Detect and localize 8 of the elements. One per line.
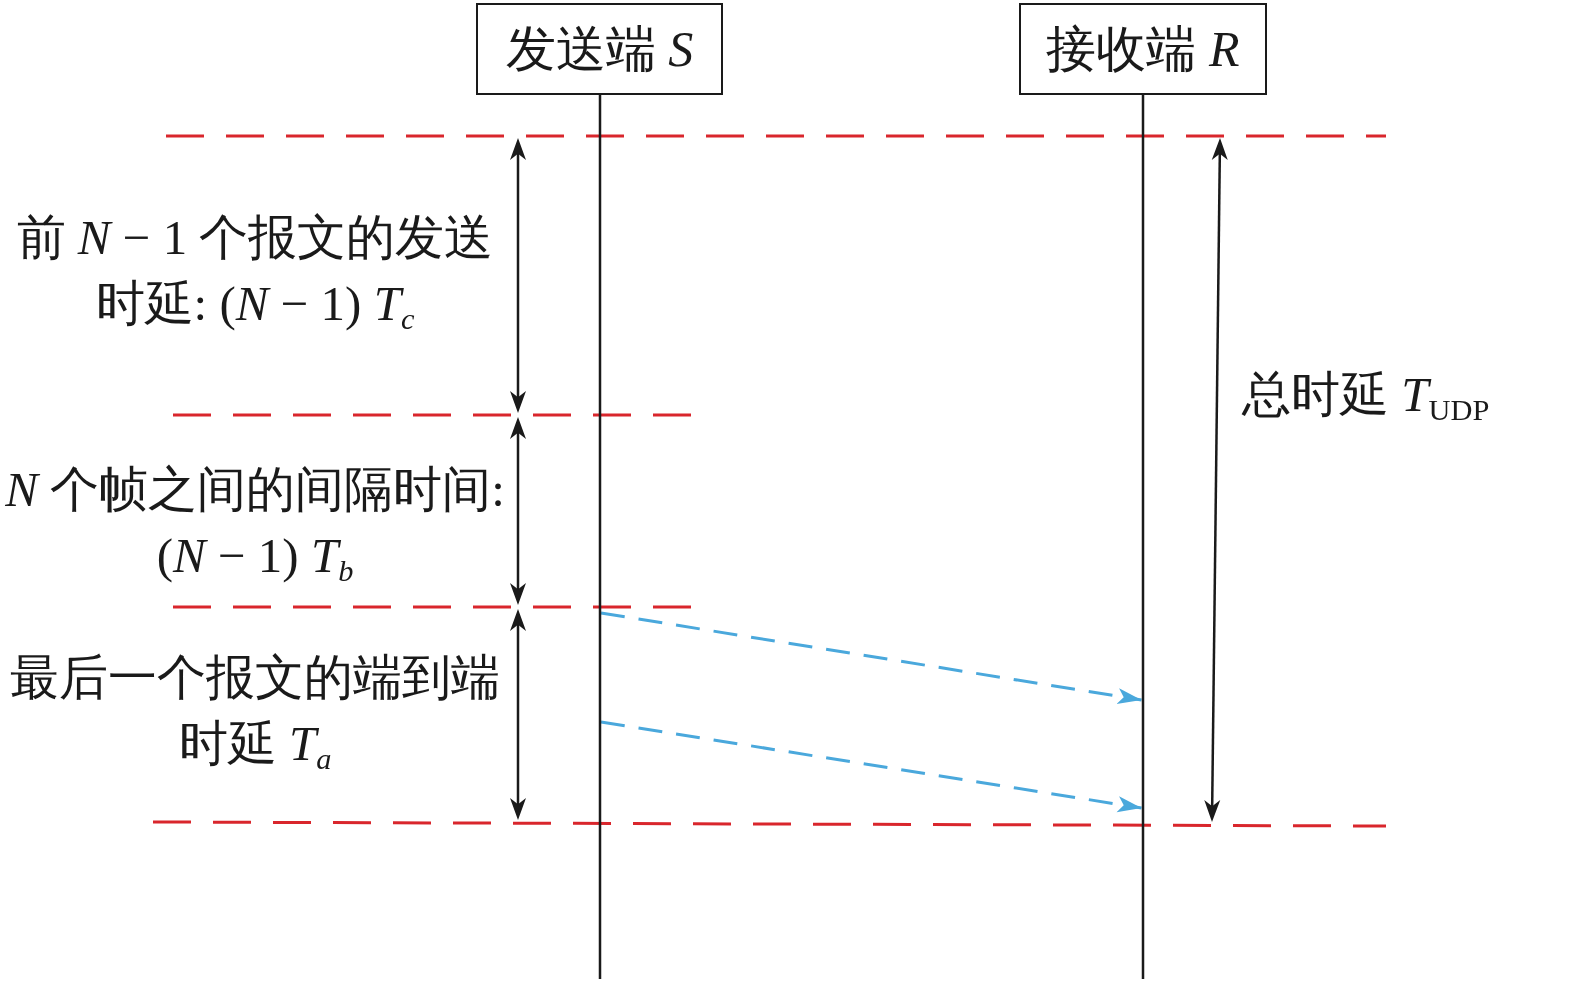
duration-label: 总时延 T$_{UDP}$ <box>1242 366 1490 428</box>
duration-label: N 个帧之间的间隔时间: (N − 1) T$_{b}$ <box>4 461 506 589</box>
message-arrow <box>600 720 1142 813</box>
message-arrow <box>600 611 1142 705</box>
duration-label: 最后一个报文的端到端时延 T$_{a}$ <box>9 649 501 777</box>
duration-label: 前 N − 1 个报文的发送时延: (N − 1) T$_{c}$ <box>15 209 495 337</box>
participant-label: 接收端 R <box>1046 21 1240 77</box>
participant-label: 发送端 S <box>505 21 694 77</box>
